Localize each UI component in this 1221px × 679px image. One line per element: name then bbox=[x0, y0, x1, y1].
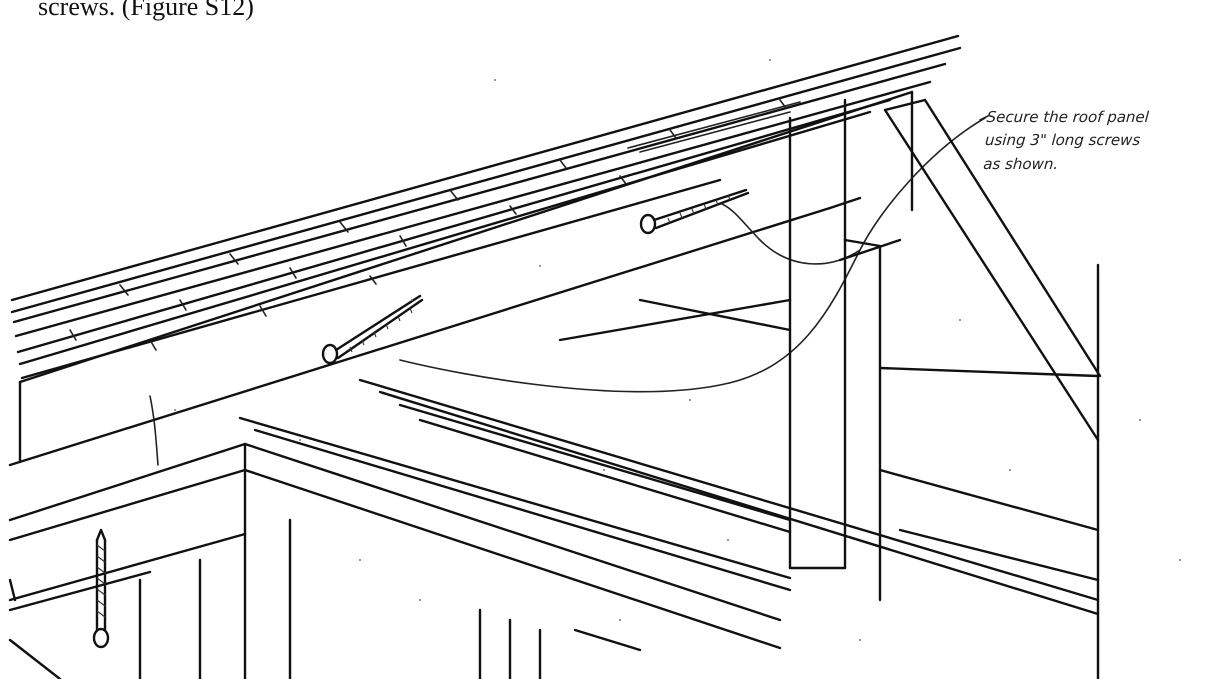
rafter-post-and-brace bbox=[788, 98, 1102, 679]
interior-beams bbox=[238, 298, 1100, 616]
callout-leader bbox=[399, 115, 989, 393]
screw-2 bbox=[639, 188, 750, 235]
screw-1 bbox=[321, 294, 424, 365]
figure-caption: screws. (Figure S12) bbox=[38, 0, 254, 21]
scan-speckle bbox=[174, 59, 1181, 641]
screw-3 bbox=[92, 528, 110, 649]
lower-wall-frame bbox=[8, 442, 782, 679]
roof-panel-shingles bbox=[10, 34, 962, 380]
